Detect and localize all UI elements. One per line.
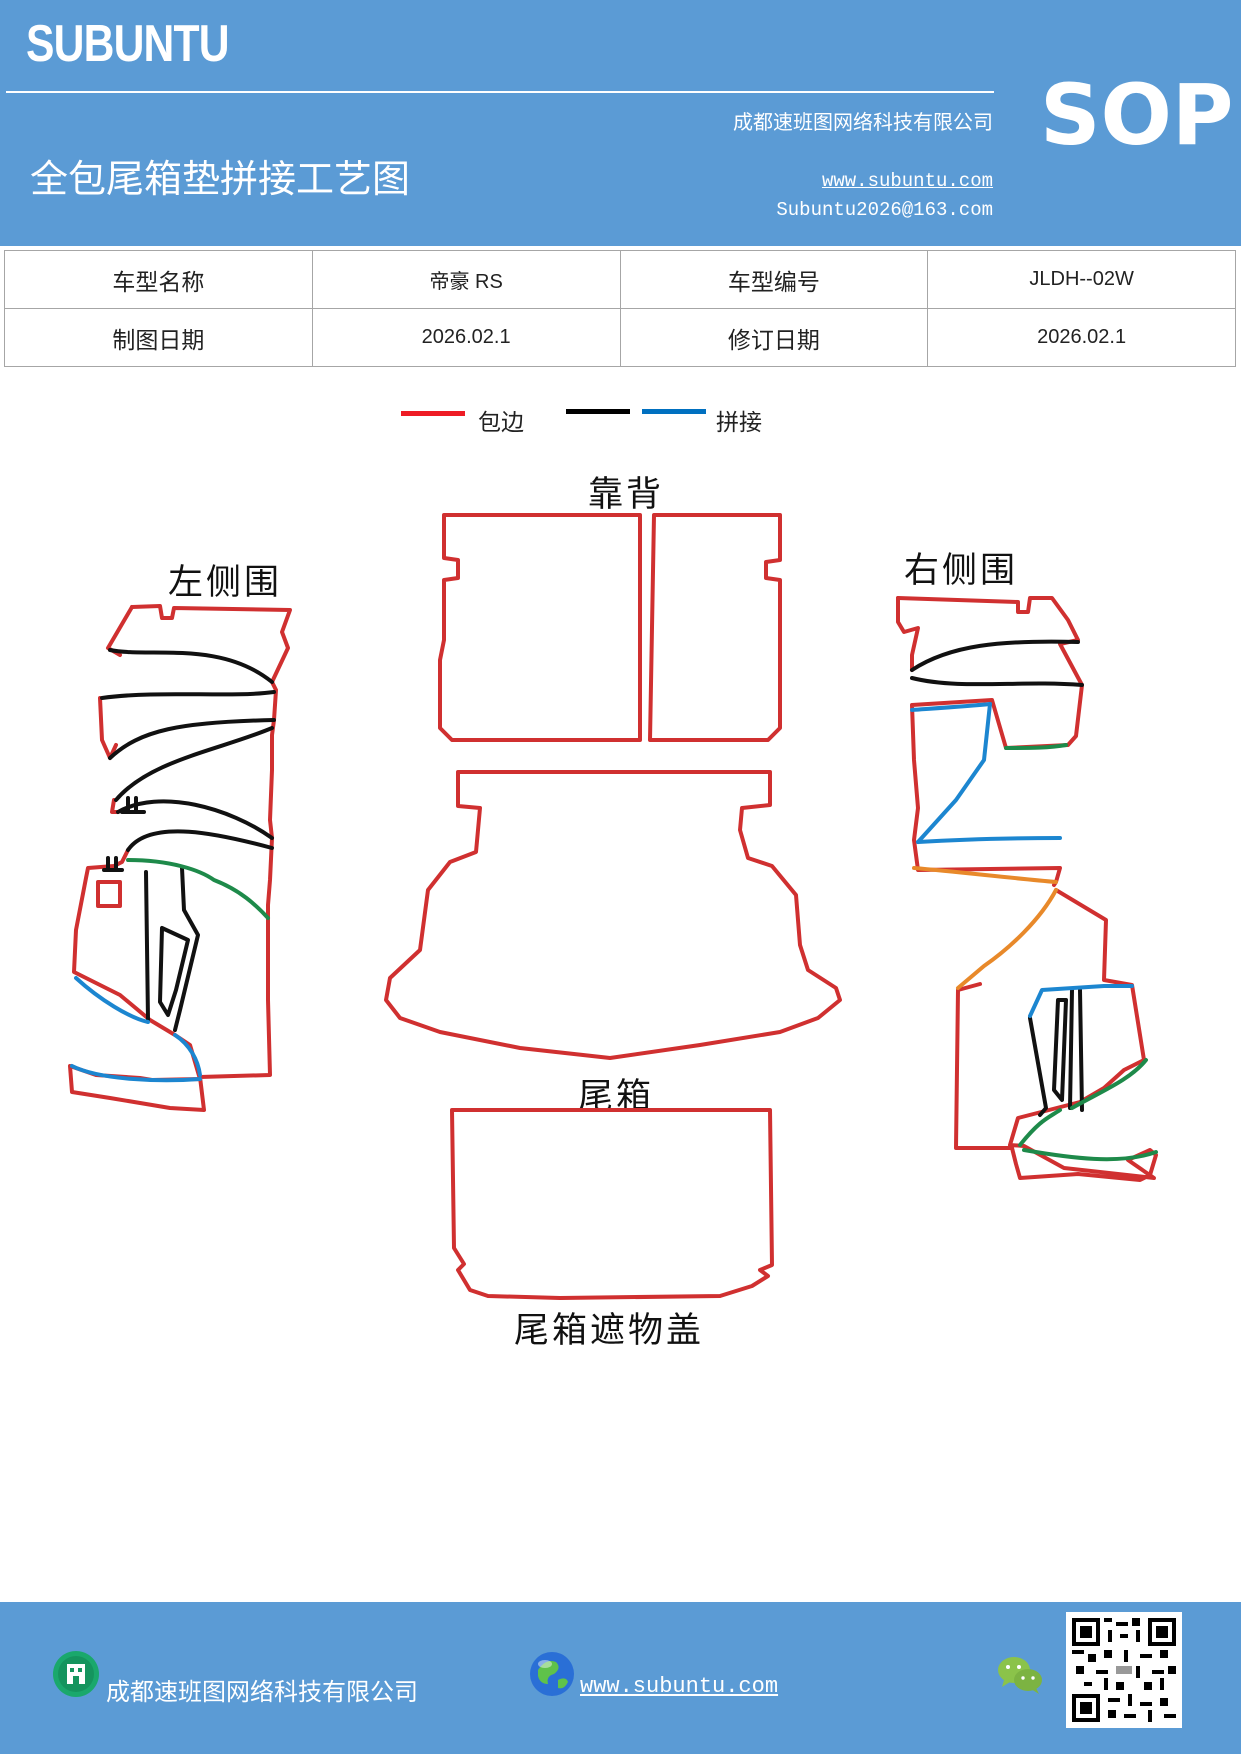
label-right-side: 右侧围	[904, 551, 1019, 591]
header-website-link[interactable]: www.subuntu.com	[821, 170, 993, 192]
left-seam-6	[126, 829, 274, 852]
footer-website-link[interactable]: www.subuntu.com	[580, 1674, 779, 1699]
left-seam-1	[108, 648, 274, 684]
label-trunk-cover: 尾箱遮物盖	[514, 1311, 705, 1351]
label-backrest: 靠背	[588, 475, 665, 515]
header-banner: SUBUNTU 成都速班图网络科技有限公司 全包尾箱垫拼接工艺图 www.sub…	[0, 0, 1241, 246]
splice-diagram	[68, 513, 1158, 1300]
right-seam-orange-2	[956, 888, 1058, 990]
right-seam-2	[910, 676, 1084, 687]
globe-icon	[530, 1652, 574, 1696]
header-company: 成都速班图网络科技有限公司	[733, 110, 993, 134]
building-icon	[53, 1651, 99, 1697]
label-draw-date: 制图日期	[4, 308, 313, 367]
left-side-lower-edge	[110, 798, 120, 814]
right-seam-1	[910, 639, 1080, 672]
left-side-top-edge	[106, 605, 134, 657]
legend-label-seam: 拼接	[716, 410, 762, 436]
right-side-top-left	[896, 596, 920, 672]
value-draw-date: 2026.02.1	[311, 308, 621, 367]
label-model-name: 车型名称	[4, 250, 313, 309]
right-seam-blue-4	[1028, 984, 1134, 1018]
label-revision-date: 修订日期	[619, 308, 929, 367]
right-inner-triangle	[1052, 998, 1068, 1102]
value-model-name: 帝豪 RS	[311, 250, 621, 309]
right-seam-green-1	[1004, 743, 1068, 750]
trunk-floor-panel	[384, 770, 842, 1060]
legend-label-edge: 包边	[478, 410, 524, 436]
left-inner-triangle	[158, 926, 190, 1017]
table-row: 车型名称 帝豪 RS 车型编号 JLDH--02W	[4, 250, 1236, 309]
left-seam-green	[126, 858, 270, 920]
left-marker-1	[120, 796, 146, 814]
legend-swatch-red	[401, 411, 465, 416]
document-title: 全包尾箱垫拼接工艺图	[30, 157, 411, 201]
right-side-outline	[896, 596, 1084, 887]
left-seam-blue-1	[74, 976, 150, 1024]
right-seam-green-3	[1018, 1108, 1062, 1147]
qr-code-icon[interactable]	[1066, 1612, 1182, 1728]
left-seam-4	[114, 726, 274, 802]
right-seam-blue-1	[910, 702, 992, 712]
footer-company: 成都速班图网络科技有限公司	[106, 1678, 418, 1706]
left-inner-strip	[144, 866, 200, 1032]
sop-badge: SOP	[1040, 66, 1234, 164]
right-seam-orange-1	[912, 866, 1058, 884]
right-seam-green-2	[1070, 1058, 1148, 1110]
right-seam-green-4	[1022, 1148, 1158, 1162]
backrest-left-panel	[438, 513, 642, 742]
footer-banner: 成都速班图网络科技有限公司 www.subuntu.com	[0, 1602, 1241, 1754]
brand-logo: SUBUNTU	[26, 15, 230, 73]
label-model-code: 车型编号	[619, 250, 929, 309]
value-model-code: JLDH--02W	[927, 250, 1236, 309]
label-left-side: 左侧围	[168, 563, 283, 603]
wechat-icon	[998, 1657, 1042, 1694]
right-inner-strip	[1028, 988, 1084, 1117]
right-seam-blue-2	[916, 702, 992, 844]
trunk-cover-panel	[450, 1108, 774, 1300]
backrest-right-panel	[648, 513, 782, 742]
value-revision-date: 2026.02.1	[927, 308, 1236, 367]
left-seam-blue-3	[70, 1064, 202, 1083]
right-seam-blue-3	[916, 836, 1062, 844]
qr-code-pattern	[1072, 1618, 1176, 1722]
left-side-mid-edge	[98, 696, 118, 760]
vehicle-info-table: 车型名称 帝豪 RS 车型编号 JLDH--02W 制图日期 2026.02.1…	[4, 250, 1236, 367]
left-marker-2	[102, 856, 124, 872]
left-side-outline	[68, 604, 292, 1112]
legend-swatch-black	[566, 409, 630, 414]
left-side-small-square	[96, 880, 122, 908]
left-seam-blue-2	[173, 1033, 202, 1077]
left-seam-2	[100, 690, 276, 700]
left-seam-3	[108, 718, 276, 760]
header-divider	[6, 91, 994, 93]
table-row: 制图日期 2026.02.1 修订日期 2026.02.1	[4, 308, 1236, 367]
legend-swatch-blue	[642, 409, 706, 414]
header-email: Subuntu2026@163.com	[776, 199, 993, 221]
